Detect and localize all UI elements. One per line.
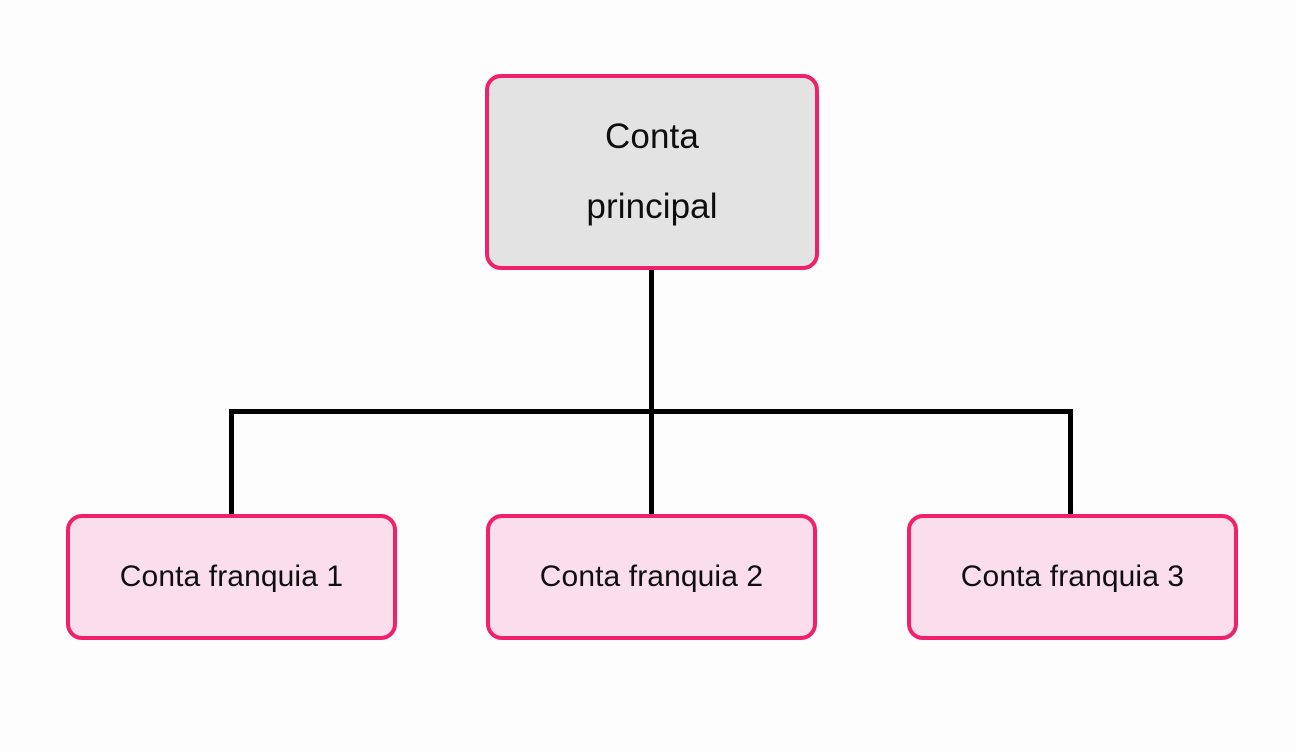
node-conta-principal[interactable]: Conta principal (485, 74, 819, 270)
node-conta-franquia-3[interactable]: Conta franquia 3 (907, 514, 1238, 640)
node-conta-principal-label: Conta principal (586, 117, 718, 226)
node-conta-franquia-1-label: Conta franquia 1 (119, 560, 344, 593)
node-conta-franquia-2-label: Conta franquia 2 (539, 560, 764, 593)
node-conta-franquia-2[interactable]: Conta franquia 2 (486, 514, 817, 640)
node-conta-franquia-3-label: Conta franquia 3 (960, 560, 1185, 593)
node-conta-franquia-1[interactable]: Conta franquia 1 (66, 514, 397, 640)
